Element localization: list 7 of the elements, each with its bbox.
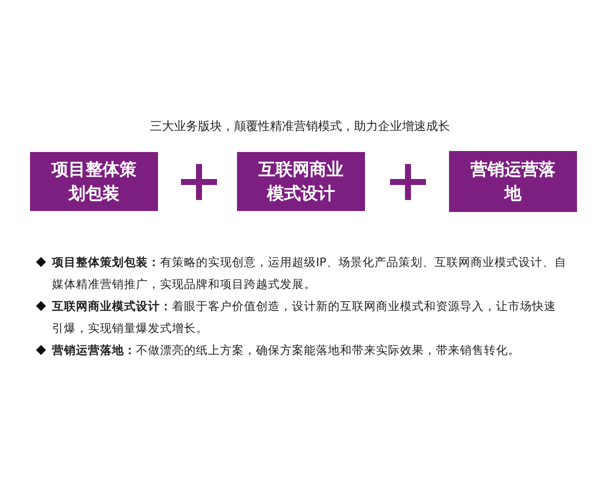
service-box: 项目整体策划包装 (30, 152, 158, 211)
service-box: 营销运营落地 (449, 151, 577, 212)
service-box: 互联网商业模式设计 (237, 152, 365, 211)
title: 三大业务版块，颠覆性精准营销模式，助力企业增速成长 (149, 118, 451, 135)
bullet-text: 互联网商业模式设计：着眼于客户价值创造，设计新的互联网商业模式和资源导入，让市场快速引爆，实现销量爆发式增长。 (52, 298, 557, 337)
bullet-text: 项目整体策划包装：有策略的实现创意，运用超级IP、场景化产品策划、互联网商业模式设计、自媒体精准营销推广，实现品牌和项目跨越式发展。 (52, 254, 567, 293)
bullet-text: 营销运营落地：不做漂亮的纸上方案，确保方案能落地和带来实际效果，带来销售转化。 (52, 342, 521, 359)
